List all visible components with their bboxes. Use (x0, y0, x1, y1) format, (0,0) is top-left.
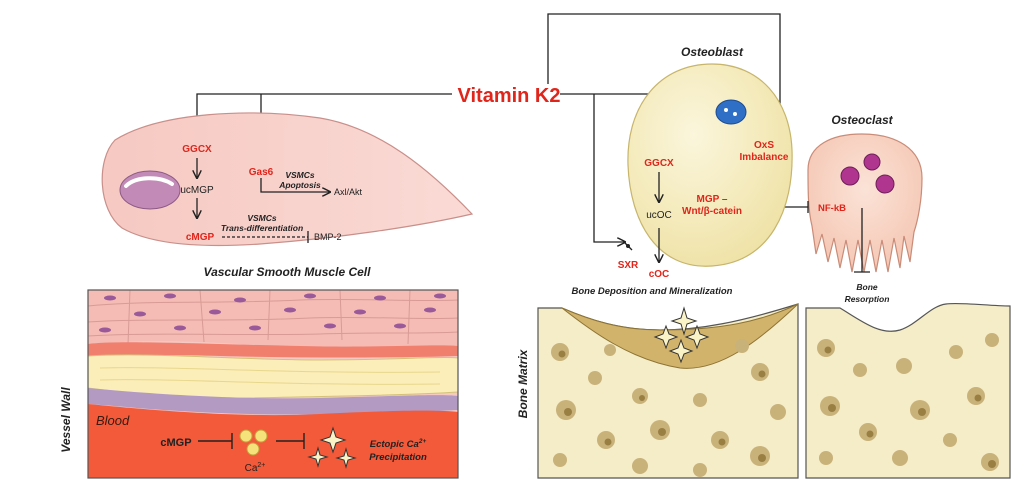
vsmc-gas6: Gas6 (249, 167, 274, 178)
vsmc-label-1: VSMCs (285, 170, 315, 180)
vsmc-ggcx: GGCX (182, 144, 212, 155)
osteoblast-mgp2: Wnt/β-catein (682, 206, 742, 217)
bone-matrix-left (537, 303, 799, 479)
vsmc-bmp2: BMP-2 (314, 232, 342, 242)
osteoblast-ggcx: GGCX (644, 158, 674, 169)
calcium-label: Ca2+ (245, 462, 266, 474)
vsmc-axl: Axl/Akt (334, 187, 363, 197)
vsmc-caption: Vascular Smooth Muscle Cell (204, 265, 372, 279)
deposition-label: Bone Deposition and Mineralization (572, 286, 733, 297)
blood-label: Blood (96, 413, 130, 428)
osteoblast-mgp1: MGP – (697, 194, 728, 205)
vsmc-transdiff: Trans-differentiation (221, 223, 303, 233)
vsmc-ucmgp: ucMGP (180, 185, 214, 196)
vitamin-k2-title: Vitamin K2 (458, 85, 561, 107)
vsmc-arrows (197, 158, 330, 243)
vsmc-label-2: VSMCs (247, 213, 277, 223)
osteoclast-nfkb: NF-kB (818, 203, 846, 214)
vsmc-cmgp: cMGP (186, 232, 215, 243)
ectopic-line1: Ectopic Ca2+ (370, 438, 427, 450)
ectopic-crystals-icon (307, 426, 357, 469)
vessel-wall (87, 289, 459, 479)
calcium-ions-icon (239, 429, 268, 456)
osteoblast-cell (627, 63, 793, 267)
ectopic-line2: Precipitation (369, 452, 427, 463)
osteoblast-nucleus-icon (715, 99, 747, 125)
vsmc-apoptosis: Apoptosis (278, 180, 321, 190)
bone-matrix-right (805, 302, 1011, 479)
osteoclast-cell (807, 133, 923, 273)
vessel-inhibit-lines (198, 433, 305, 449)
vessel-cmgp: cMGP (160, 437, 191, 449)
resorption-line2: Resorption (845, 294, 890, 304)
osteoblast-ucoc: ucOC (646, 210, 672, 221)
osteoclast-title: Osteoclast (831, 113, 893, 127)
osteoblast-oxs2: Imbalance (740, 152, 789, 163)
osteoblast-coc: cOC (649, 269, 670, 280)
bone-side-label: Bone Matrix (516, 348, 530, 418)
osteoblast-sxr: SXR (618, 260, 639, 271)
vessel-side-label: Vessel Wall (59, 387, 73, 453)
mineral-crystals-icon (653, 306, 710, 364)
osteoclast-lines (807, 201, 870, 273)
resorption-line1: Bone (856, 282, 878, 292)
osteoblast-title: Osteoblast (681, 45, 744, 59)
osteoblast-oxs1: OxS (754, 140, 774, 151)
osteoclast-nuclei-icon (840, 153, 895, 194)
